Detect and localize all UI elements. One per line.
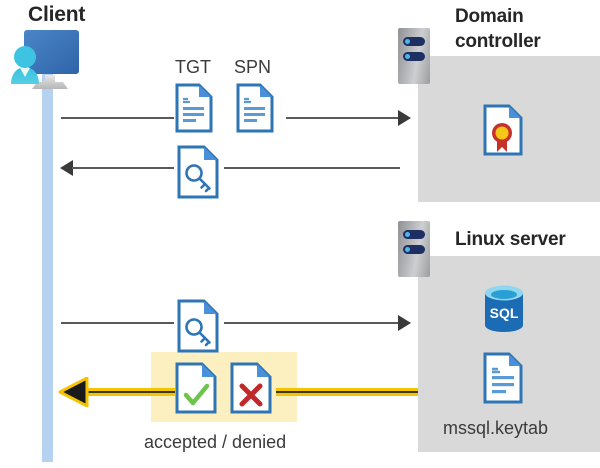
check-icon — [183, 383, 210, 406]
key-document-icon-service-ticket — [177, 145, 219, 199]
cross-icon — [239, 383, 263, 407]
key-document-icon-present-ticket — [177, 299, 219, 353]
accepted-denied-label: accepted / denied — [144, 432, 287, 452]
message-line-service-ticket-left — [72, 167, 174, 169]
message-line-present-ticket-right — [224, 322, 398, 324]
arrowhead-right-tgt-spn — [398, 110, 411, 126]
server-bay — [403, 230, 425, 239]
auth-result-highlight — [151, 352, 297, 422]
server-bay — [403, 52, 425, 61]
domain-controller-title-line1: Domain — [455, 6, 524, 27]
arrowhead-right-present-ticket — [398, 315, 411, 331]
keytab-document-icon — [483, 352, 523, 404]
message-line-service-ticket-right — [224, 167, 400, 169]
message-line-present-ticket-left — [61, 322, 174, 324]
mssql-keytab-label: mssql.keytab — [443, 418, 549, 438]
server-led-icon — [405, 39, 410, 44]
spn-label: SPN — [234, 57, 272, 77]
server-led-icon — [405, 247, 410, 252]
user-computer-icon — [6, 28, 96, 90]
server-bay — [403, 245, 425, 254]
server-led-icon — [405, 54, 410, 59]
server-rack-icon-domain-controller — [398, 28, 430, 84]
sql-database-label: SQL — [490, 305, 519, 321]
server-bay — [403, 37, 425, 46]
domain-controller-title-line2: controller — [455, 31, 541, 52]
denied-document-icon — [230, 362, 272, 414]
sql-database-icon: SQL — [482, 284, 526, 334]
client-title: Client — [28, 3, 86, 26]
server-rack-icon-linux-server — [398, 221, 430, 277]
server-led-icon — [405, 232, 410, 237]
message-line-tgt-spn-left — [61, 117, 174, 119]
message-line-auth-result-left — [85, 388, 175, 396]
message-line-auth-result-right — [276, 388, 418, 396]
arrowhead-left-service-ticket — [60, 160, 73, 176]
message-line-tgt-spn-right — [286, 117, 398, 119]
arrowhead-left-auth-result — [58, 377, 90, 407]
linux-server-title: Linux server — [455, 229, 566, 250]
document-icon-tgt — [175, 83, 213, 133]
certificate-document-icon — [483, 104, 523, 156]
client-lifeline — [42, 66, 53, 462]
document-icon-spn — [236, 83, 274, 133]
domain-controller-title: Domain controller — [455, 4, 595, 54]
tgt-label: TGT — [175, 57, 211, 77]
accepted-document-icon — [175, 362, 217, 414]
